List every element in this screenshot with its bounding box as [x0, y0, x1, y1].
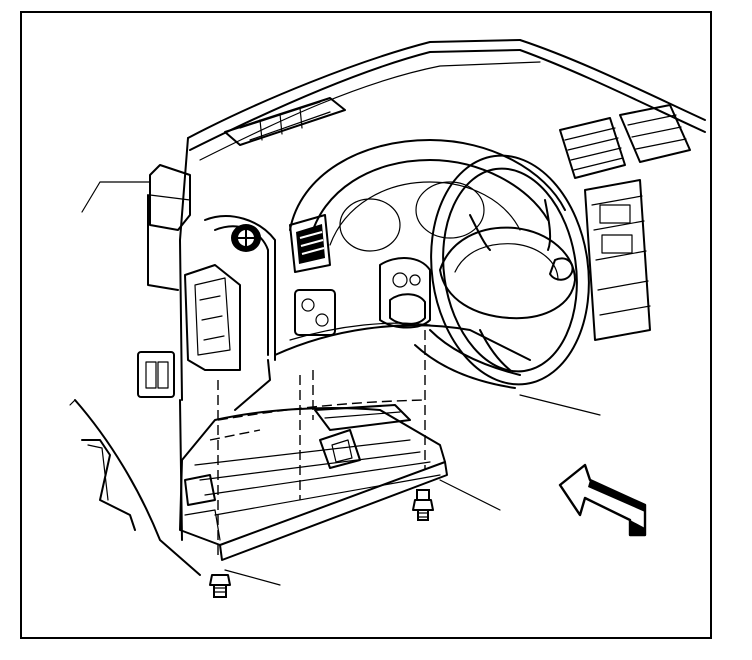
- leader-left: [69, 399, 76, 406]
- instrument-panel: [74, 39, 706, 576]
- knee-bolster-panel: [179, 404, 448, 561]
- leader-right-1: [519, 394, 601, 416]
- steering-wheel: [414, 154, 590, 389]
- fastener-left: [209, 574, 231, 598]
- fastener-right: [412, 489, 434, 521]
- diagram-frame: [20, 11, 712, 639]
- alignment-lines: [209, 330, 426, 560]
- leader-upper-left: [81, 181, 151, 213]
- leader-right-2: [439, 479, 501, 511]
- leader-bottom: [224, 569, 281, 586]
- forward-view-arrow-icon: [558, 463, 647, 537]
